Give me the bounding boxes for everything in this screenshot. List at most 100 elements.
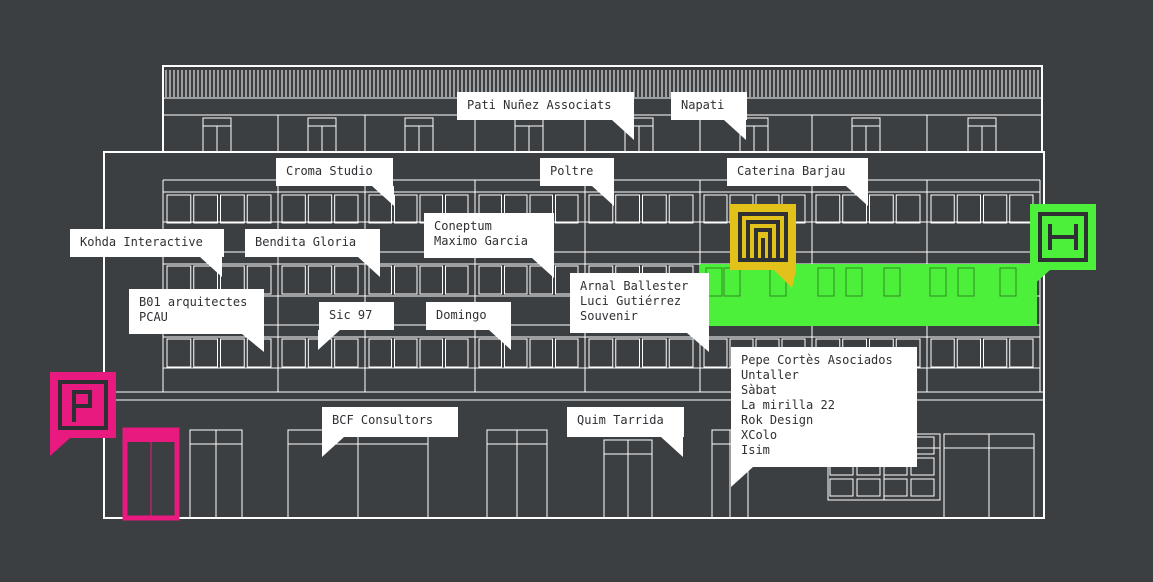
marker-tail [774,270,796,288]
tenant-name: Souvenir [580,309,638,323]
tenant-name: La mirilla 22 [741,398,835,412]
highlight-window [883,267,901,297]
window-pane [368,338,392,368]
window-pane [394,265,418,295]
window-pane [246,194,272,224]
window-pane [220,194,245,224]
window-pane [419,338,443,368]
window-pane [956,194,981,224]
tenant-name: Bendita Gloria [255,235,357,249]
callout-tail [846,186,868,206]
window-pane [642,338,667,368]
shop-pane [829,478,854,497]
tenant-label-croma: Croma Studio [276,158,393,186]
window-pane [930,194,955,224]
window-pane [668,338,694,368]
window-pane [642,194,667,224]
window-pane [504,265,528,295]
tenant-label-bcf: BCF Consultors [322,407,458,437]
window-pane [281,338,306,368]
shop-pane [883,478,908,497]
window-pane [895,194,921,224]
highlight-window [845,267,863,297]
window-pane [930,338,955,368]
tenant-name: Napati [681,98,725,112]
callout-tail [661,437,683,457]
shop-pane [910,478,935,497]
window-pane [334,194,359,224]
window-pane [193,338,218,368]
window-pane [334,338,359,368]
window-pane [307,194,333,224]
tenant-label-caterina: Caterina Barjau [727,158,868,186]
tenant-label-quim: Quim Tarrida [567,407,684,437]
highlight-window [929,267,947,297]
tenant-name: Coneptum [434,219,492,233]
window-pane [842,194,867,224]
window-pane [394,194,418,224]
window-pane [555,338,579,368]
tenant-label-domingo: Domingo [426,302,511,330]
tenant-name: B01 arquitectes [139,295,248,309]
callout-tail [724,120,746,140]
callout-tail [731,467,753,487]
tenant-name: Untaller [741,368,799,382]
callout-tail [318,330,340,350]
window-pane [334,265,359,295]
window-pane [504,338,528,368]
tenant-name: PCAU [139,310,168,324]
marker-tail [1030,270,1050,288]
window-pane [281,265,306,295]
callout-tail [687,333,709,352]
window-pane [220,338,245,368]
highlight-green-bay [927,264,1037,326]
window-pane [368,265,392,295]
highlight-window [999,267,1017,297]
tenant-name: Pati Nuñez Associats [467,98,612,112]
callout-tail [532,258,554,278]
tenant-name: Pepe Cortès Asociados [741,353,893,367]
window-pane [419,265,443,295]
callout-tail [612,120,634,140]
tenant-name: Maximo Garcia [434,234,528,248]
tenant-name: Domingo [436,308,487,322]
window-pane [394,338,418,368]
marker-glyph [58,380,108,430]
window-pane [983,338,1008,368]
callout-tail [322,437,344,457]
tenant-name: Luci Gutiérrez [580,294,682,308]
tenant-name: Caterina Barjau [737,164,846,178]
tenant-label-poltre: Poltre [540,158,614,186]
top-floor-outline [162,65,1043,152]
window-pane [983,194,1008,224]
window-pane [307,265,333,295]
tenant-name: Kohda Interactive [80,235,203,249]
window-pane [478,338,502,368]
p-parking-icon [50,372,116,456]
tenant-name: XColo [741,428,778,442]
window-pane [588,194,614,224]
marker-glyph [738,212,788,262]
callout-tail [242,334,264,352]
tenant-label-kohda: Kohda Interactive [70,229,224,257]
highlight-window [957,267,975,297]
tenant-name: Poltre [550,164,594,178]
window-pane [703,194,728,224]
window-pane [815,194,841,224]
window-pane [445,265,469,295]
window-pane [445,338,469,368]
tenant-label-napati: Napati [671,92,747,120]
maze-logo-icon [730,204,796,288]
highlight-window [817,267,835,297]
tenant-name: Sàbat [741,383,778,397]
tenant-name: Rok Design [741,413,814,427]
callout-tail [200,257,222,277]
tenant-name: Arnal Ballester [580,279,689,293]
window-pane [166,194,192,224]
window-pane [668,194,694,224]
callout-tail [592,186,614,206]
window-pane [166,338,192,368]
